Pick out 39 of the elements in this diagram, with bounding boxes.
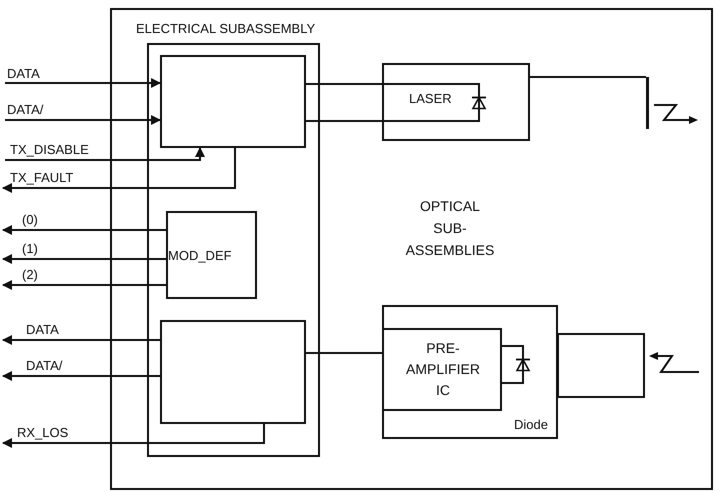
box-label: MOD_DEF — [168, 248, 232, 263]
edge-label: DATA — [7, 67, 40, 81]
preamplifier-box — [382, 328, 502, 411]
edge-label: TX_DISABLE — [10, 143, 89, 157]
edge-label: TX_FAULT — [10, 171, 74, 185]
section-label: OPTICAL SUB- ASSEMBLIES — [404, 197, 496, 260]
group-title: ELECTRICAL SUBASSEMBLY — [136, 21, 316, 36]
signal-line — [306, 120, 382, 122]
box-label: Diode — [514, 417, 548, 432]
signal-arrow — [5, 115, 161, 125]
signal-arrow — [2, 148, 236, 193]
edge-label: DATA/ — [26, 359, 62, 373]
signal-line — [306, 352, 382, 354]
driver-box — [160, 55, 306, 148]
signal-arrow — [5, 147, 205, 161]
receptacle-box — [557, 333, 645, 398]
signal-arrow — [2, 280, 166, 290]
signal-arrow — [2, 371, 160, 381]
box-label: LASER — [409, 91, 452, 106]
signal-arrow — [2, 335, 160, 345]
signal-arrow — [2, 225, 166, 235]
edge-label: (1) — [22, 242, 38, 256]
edge-label: (2) — [22, 268, 38, 282]
edge-label: (0) — [22, 213, 38, 227]
signal-arrow — [5, 78, 161, 88]
signal-line — [306, 83, 382, 85]
edge-label: DATA/ — [7, 103, 44, 117]
laser-package-box — [382, 63, 530, 141]
signal-line — [530, 76, 646, 78]
edge-label: RX_LOS — [17, 426, 68, 440]
module-box — [110, 8, 713, 490]
module-definition-box — [166, 211, 257, 299]
fiber-end-bar — [646, 77, 649, 129]
edge-label: DATA — [26, 323, 59, 337]
photodiode-package-box — [382, 305, 558, 439]
receiver-box — [160, 320, 306, 424]
box-label: PRE- AMPLIFIER IC — [405, 339, 481, 400]
signal-arrow — [2, 424, 265, 448]
signal-arrow — [2, 254, 166, 264]
